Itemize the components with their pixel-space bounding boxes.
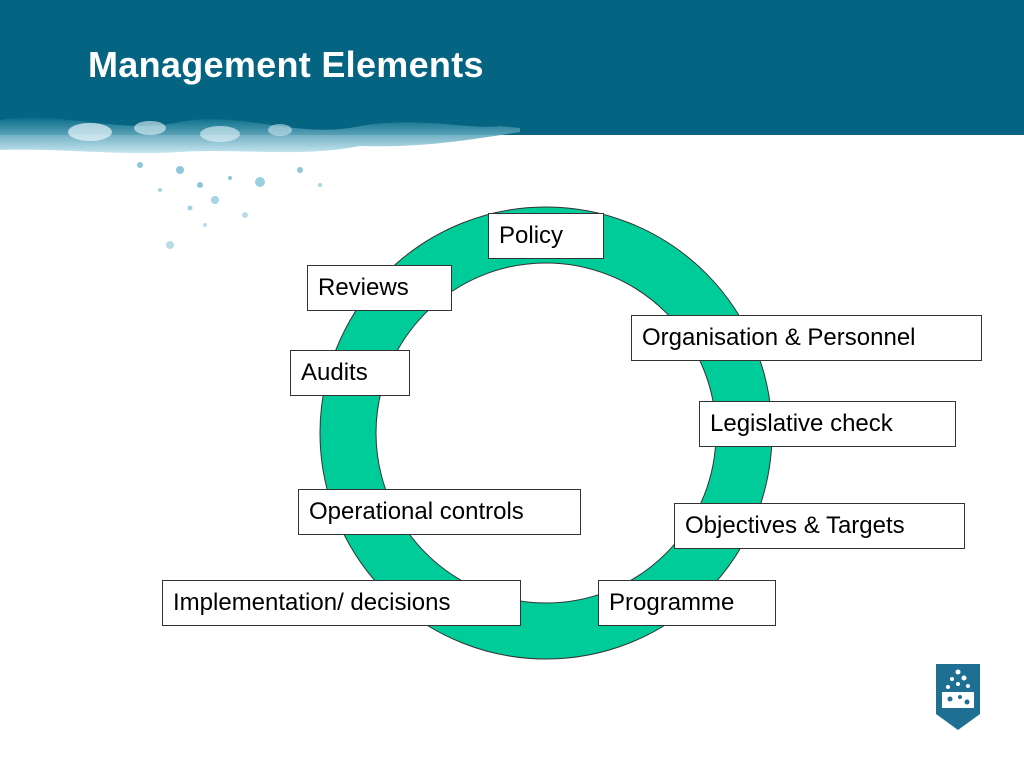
element-operational-controls: Operational controls	[298, 489, 581, 535]
element-reviews: Reviews	[307, 265, 452, 311]
element-programme: Programme	[598, 580, 776, 626]
element-legislative-check: Legislative check	[699, 401, 956, 447]
element-implementation-decisions: Implementation/ decisions	[162, 580, 521, 626]
element-objectives-targets: Objectives & Targets	[674, 503, 965, 549]
element-audits: Audits	[290, 350, 410, 396]
shield-logo-icon	[934, 662, 982, 732]
element-organisation-personnel: Organisation & Personnel	[631, 315, 982, 361]
element-policy: Policy	[488, 213, 604, 259]
